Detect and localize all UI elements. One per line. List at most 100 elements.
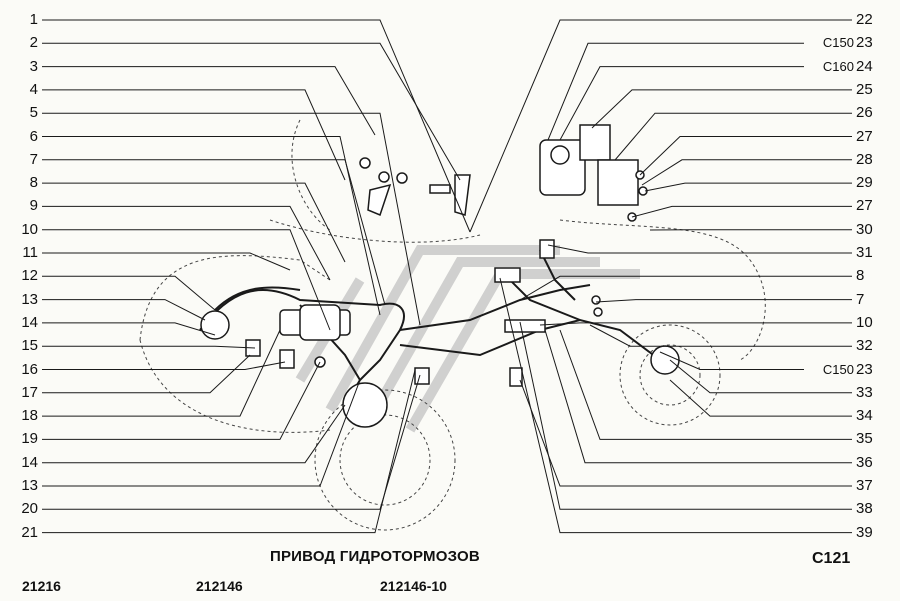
callout-right-19: 35 (856, 430, 873, 448)
diagram-code: C121 (812, 550, 851, 567)
leader-left-2 (42, 42, 461, 181)
callout-right-15: 32 (856, 337, 873, 355)
leader-left-16 (42, 361, 286, 370)
callout-prefix-2: C150 (822, 35, 854, 51)
callout-right-13: 7 (856, 290, 865, 308)
leader-left-11 (42, 252, 291, 271)
callout-right-9: 27 (856, 197, 873, 215)
callout-left-19: 19 (21, 430, 38, 448)
callout-right-10: 30 (856, 220, 873, 238)
callout-right-21: 37 (856, 477, 873, 494)
leader-right-18 (669, 379, 852, 417)
callout-right-3: 24 (856, 57, 873, 75)
model-code-2: 212146 (196, 578, 243, 594)
leader-right-8 (644, 182, 852, 192)
callout-left-1: 1 (29, 11, 38, 28)
callout-left-17: 17 (21, 383, 38, 401)
leader-left-15 (42, 345, 256, 349)
leader-right-16 (659, 351, 804, 370)
leader-left-18 (42, 329, 281, 417)
leader-left-13 (42, 299, 206, 321)
callout-left-10: 10 (21, 220, 38, 238)
leader-right-17 (669, 359, 852, 394)
leader-right-1 (469, 19, 852, 233)
callout-left-6: 6 (29, 127, 38, 145)
callout-left-18: 18 (21, 407, 38, 425)
callout-right-5: 26 (856, 104, 873, 122)
leader-right-9 (631, 205, 852, 218)
callout-right-2: 23 (856, 34, 873, 52)
callout-left-3: 3 (29, 57, 38, 75)
diagram-title: ПРИВОД ГИДРОТОРМОЗОВ (270, 548, 480, 565)
components (200, 124, 680, 428)
leader-left-6 (42, 136, 381, 316)
callout-left-13: 13 (21, 290, 38, 308)
leader-right-20 (544, 329, 852, 464)
leader-right-7 (641, 159, 852, 186)
callout-left-22: 20 (21, 500, 38, 518)
callout-left-15: 15 (21, 337, 38, 355)
model-code-1: 21216 (22, 578, 61, 594)
leader-left-8 (42, 182, 346, 263)
callout-left-12: 12 (21, 267, 38, 285)
callout-left-4: 4 (29, 80, 38, 98)
leader-left-9 (42, 205, 331, 281)
callout-prefix-3: C160 (822, 58, 854, 74)
leader-right-21 (519, 379, 852, 487)
callout-left-2: 2 (29, 34, 38, 52)
callout-right-23: 39 (856, 523, 873, 541)
leader-right-4 (591, 89, 852, 129)
callout-left-8: 8 (29, 174, 38, 192)
callout-right-8: 29 (856, 174, 873, 192)
leader-left-14 (42, 322, 216, 336)
callout-right-16: 23 (856, 360, 873, 378)
callout-left-14: 14 (21, 313, 38, 331)
callout-left-20: 14 (21, 453, 38, 471)
callout-right-18: 34 (856, 407, 873, 425)
leader-left-21 (42, 379, 361, 487)
leader-left-10 (42, 229, 331, 331)
leader-right-22 (519, 321, 852, 510)
callout-right-12: 8 (856, 267, 865, 285)
leader-right-11 (547, 244, 852, 254)
callout-right-7: 28 (856, 150, 873, 168)
leader-left-4 (42, 89, 346, 181)
leader-left-17 (42, 354, 251, 394)
leader-right-15 (589, 324, 852, 347)
callout-left-9: 9 (29, 197, 38, 215)
leader-right-6 (639, 136, 852, 176)
leader-left-22 (42, 374, 421, 510)
leader-left-20 (42, 404, 346, 464)
callout-right-6: 27 (856, 127, 873, 145)
model-code-3: 212146-10 (380, 578, 447, 594)
leader-left-19 (42, 361, 321, 440)
leader-left-1 (42, 19, 471, 233)
callout-left-23: 21 (21, 523, 38, 541)
leader-left-5 (42, 112, 421, 326)
callout-right-4: 25 (856, 80, 873, 98)
leader-right-3 (559, 66, 804, 141)
leader-left-12 (42, 275, 216, 311)
callout-right-20: 36 (856, 453, 873, 471)
leader-right-12 (519, 275, 852, 301)
callout-left-5: 5 (29, 104, 38, 122)
callout-right-17: 33 (856, 383, 873, 401)
callout-right-11: 31 (856, 244, 873, 261)
leader-lines (42, 19, 852, 534)
leader-left-7 (42, 159, 386, 306)
leader-right-23 (499, 277, 852, 534)
callout-right-14: 10 (856, 313, 873, 331)
callout-right-1: 22 (856, 11, 873, 28)
leader-left-23 (42, 369, 416, 534)
leader-right-13 (595, 299, 852, 303)
leader-left-3 (42, 66, 376, 136)
leader-right-19 (559, 329, 852, 440)
callout-left-11: 11 (22, 244, 38, 261)
leader-right-14 (539, 322, 852, 326)
leader-right-2 (547, 42, 804, 141)
vehicle-outline (139, 119, 766, 531)
callout-left-7: 7 (29, 150, 38, 168)
callout-left-21: 13 (21, 477, 38, 494)
leader-right-5 (614, 112, 852, 161)
